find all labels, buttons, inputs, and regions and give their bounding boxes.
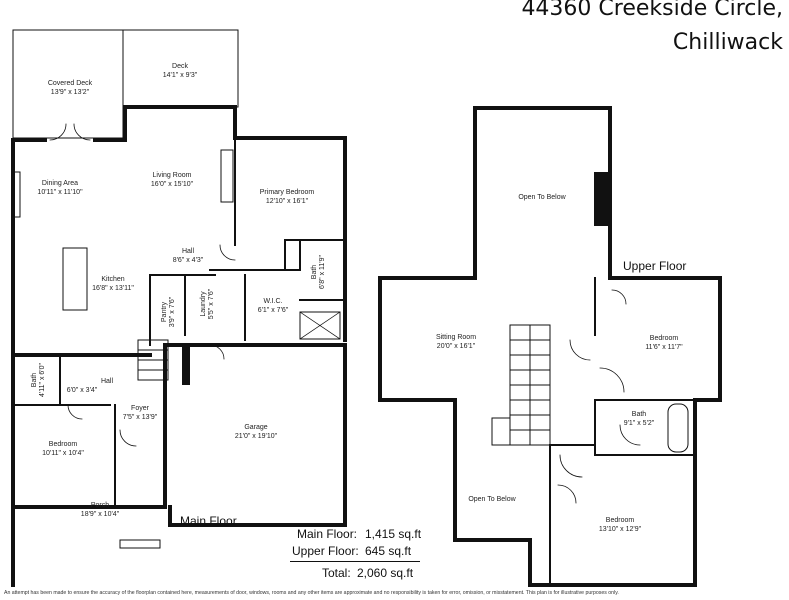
pantry-label: Pantry [161,301,168,322]
main-floor-area-label: Main Floor: [297,527,358,541]
laundry-label: Laundry [200,291,207,317]
porch-dims: 18'9" x 10'4" [81,511,120,518]
interior-walls [12,137,346,508]
bath-main-dims: 6'8" x 11'9" [319,254,326,288]
laundry-dims: 5'5" x 7'6" [208,288,215,319]
kitchen-dims: 16'8" x 13'11" [92,285,134,292]
rotated-labels: Bath 6'8" x 11'9" Pantry 3'9" x 7'6" Lau… [31,254,326,396]
hall-dims: 8'6" x 4'3" [173,257,204,264]
dining-label: Dining Area [42,180,78,187]
deck-label: Deck [172,63,188,70]
bath-small-label: Bath [31,373,38,388]
bedroom-main-dims: 10'11" x 10'4" [42,450,84,457]
primary-bedroom-dims: 12'10" x 16'1" [266,198,309,205]
room-labels: Covered Deck 13'9" x 13'2" Deck 14'1" x … [37,63,683,533]
upper-stairs [491,324,551,446]
open-below-2-label: Open To Below [468,496,516,503]
living-dims: 16'0" x 15'10" [151,181,194,188]
bath-small-dims: 4'11" x 6'0" [39,362,46,396]
upper-exterior-walls [378,106,722,587]
bath-up-dims: 9'1" x 5'2" [624,420,655,427]
foyer-label: Foyer [131,405,150,412]
garage-dims: 21'0" x 19'10" [235,433,278,440]
open-below-1-label: Open To Below [518,194,566,201]
disclaimer-text: An attempt has been made to ensure the a… [4,590,619,596]
deck-dims: 14'1" x 9'3" [163,72,198,79]
living-label: Living Room [153,172,192,179]
hall-2-dims: 6'0" x 3'4" [67,387,98,394]
covered-deck-label: Covered Deck [48,80,93,87]
main-floor-area-value: 1,415 sq.ft [365,527,422,541]
upper-floor-area-value: 645 sq.ft [365,544,412,558]
total-area-label: Total: [322,566,351,580]
exterior-walls [11,105,347,587]
totals-divider [290,561,420,562]
kitchen-label: Kitchen [101,276,124,283]
upper-floor-area-label: Upper Floor: [292,544,359,558]
upper-doors [557,289,641,504]
upper-interior-walls [549,277,721,586]
bath-main-label: Bath [311,265,318,280]
dining-dims: 10'11" x 11'10" [37,189,83,196]
bedroom-main-label: Bedroom [49,441,78,448]
bedroom-up-2-label: Bedroom [606,517,635,524]
pantry-dims: 3'9" x 7'6" [169,296,176,327]
total-area-value: 2,060 sq.ft [357,566,414,580]
address-line-2: Chilliwack [672,30,783,55]
main-doors [49,123,236,447]
wic-dims: 6'1" x 7'6" [258,307,289,314]
covered-deck-dims: 13'9" x 13'2" [51,89,90,96]
primary-bedroom-label: Primary Bedroom [260,189,315,196]
bedroom-up-1-dims: 11'6" x 11'7" [645,344,683,351]
upper-floor-label: Upper Floor [623,259,687,273]
sitting-room-dims: 20'0" x 16'1" [437,343,476,350]
sitting-room-label: Sitting Room [436,334,476,341]
hall-label: Hall [182,248,195,255]
bath-up-label: Bath [632,411,647,418]
foyer-dims: 7'5" x 13'9" [123,414,158,421]
porch-label: Porch [91,502,109,509]
main-floor-plan [11,29,347,587]
garage-label: Garage [244,424,267,431]
main-floor-label: Main Floor [180,514,237,528]
wic-label: W.I.C. [263,298,282,305]
upper-floor-plan [378,106,722,587]
main-stairs [137,339,169,381]
bedroom-up-2-dims: 13'10" x 12'9" [599,526,642,533]
bedroom-up-1-label: Bedroom [650,335,679,342]
hall-2-label: Hall [101,378,114,385]
address-line-1: 44360 Creekside Circle, [521,0,783,21]
